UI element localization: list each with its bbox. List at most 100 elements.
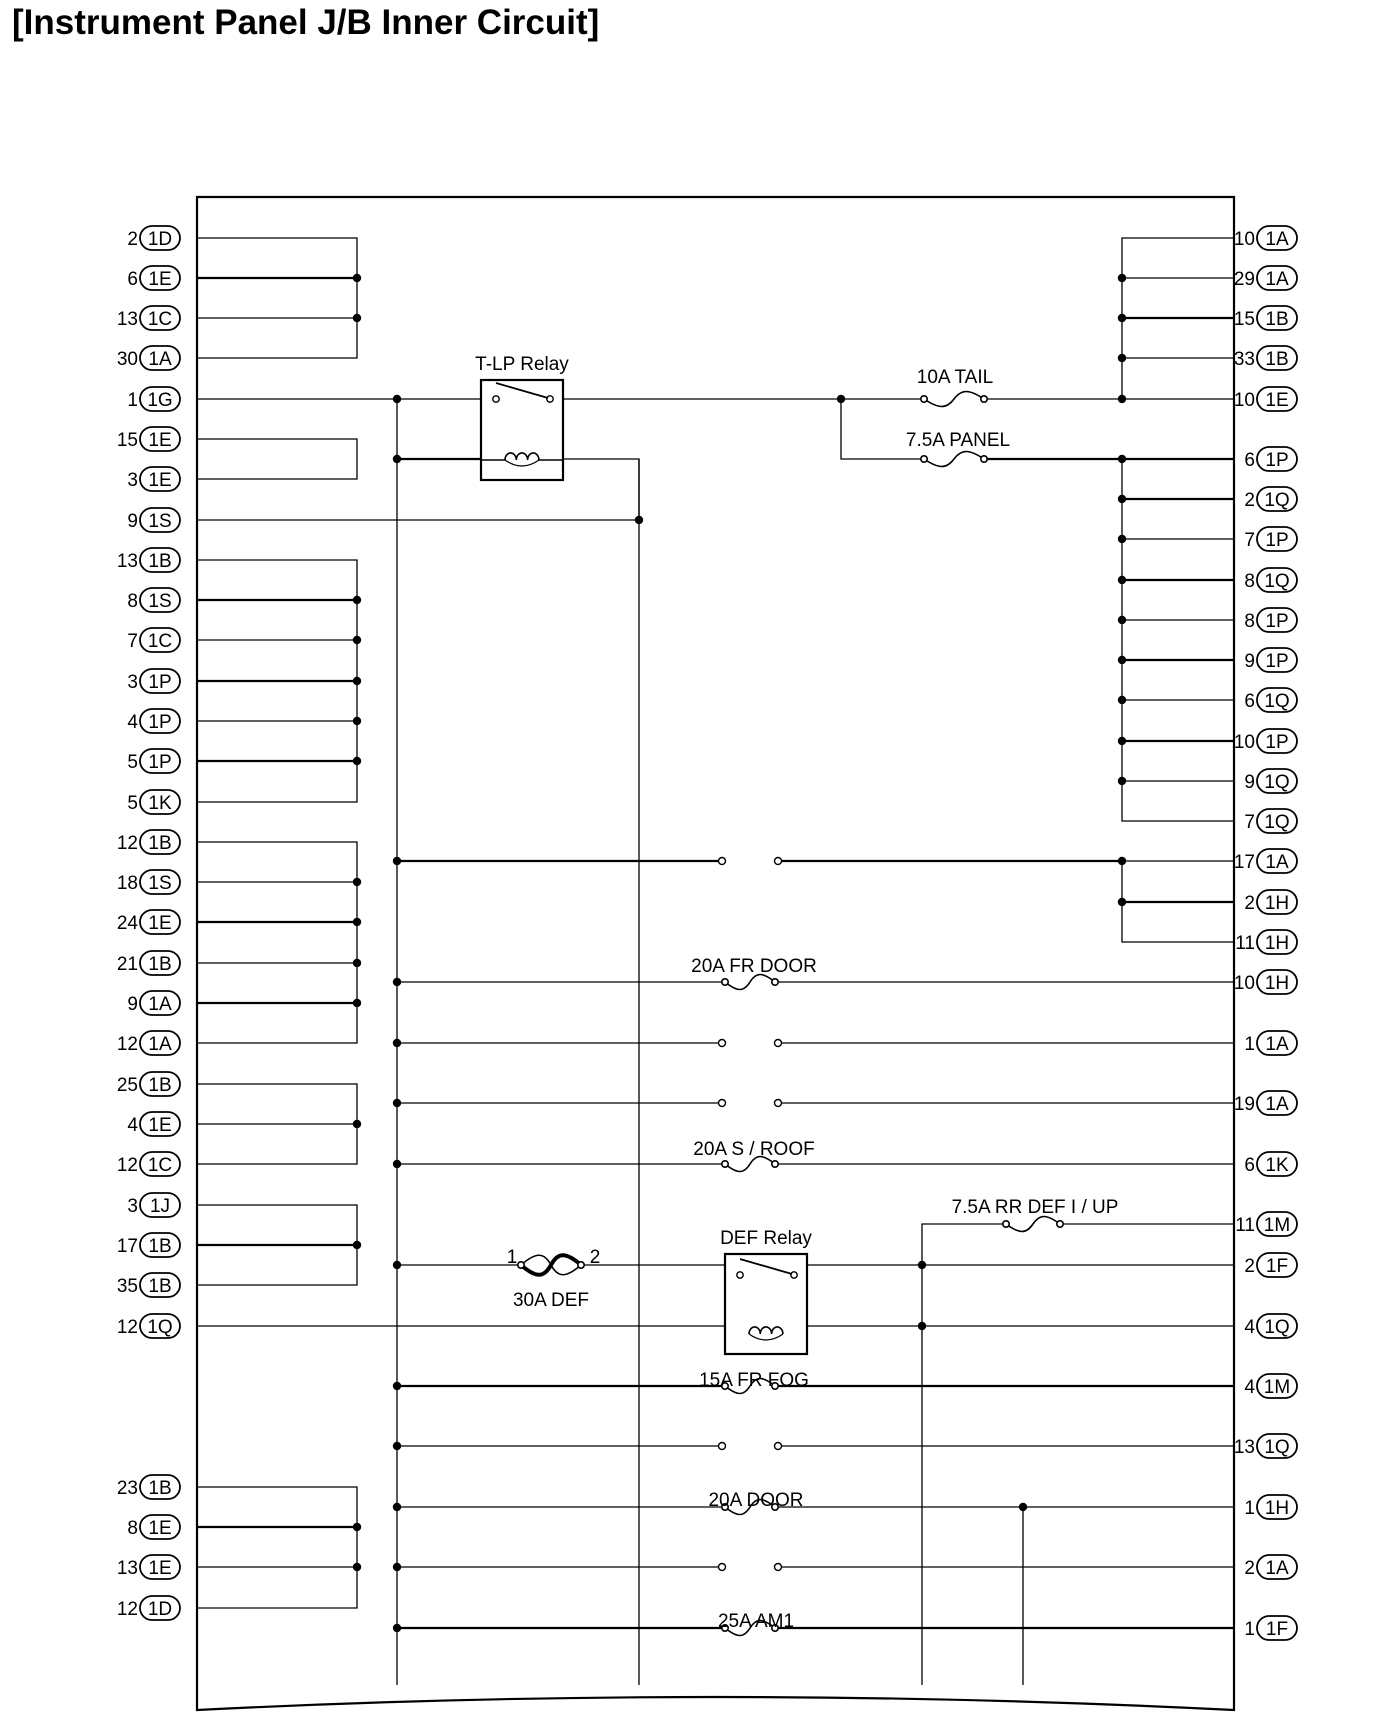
junction-dot [1117,494,1127,504]
connector-badge [1256,265,1298,291]
connector-badge [1256,1090,1298,1116]
connector-id: 1A [148,994,172,1015]
terminal-pin: 25 [117,1075,138,1096]
tlp-relay: T-LP Relay [475,354,569,482]
terminal-pin: 11 [1235,933,1255,954]
fuse-20a-fr-door [720,973,779,991]
junction-dot [1117,575,1127,585]
connector-id: 1H [1265,973,1289,994]
connector-badge [1256,929,1298,955]
connector-badge [139,748,181,774]
connector-id: 1Q [147,1317,172,1338]
fuse-15a-fr-fog-label: 15A FR FOG [699,1370,809,1391]
junction-dot [392,1159,402,1169]
connector-badge [139,1514,181,1540]
fuse-20a-s-roof [720,1155,779,1173]
connector-badge [139,1595,181,1621]
terminal-pin: 7 [1244,530,1255,551]
connector-badge [139,426,181,452]
junction-dot [917,1321,927,1331]
connector-badge [139,950,181,976]
page-title: [Instrument Panel J/B Inner Circuit] [12,3,599,42]
fuse-20a-s-roof-label: 20A S / ROOF [693,1139,814,1160]
junction-dot [1117,856,1127,866]
connector-badge [1256,768,1298,794]
terminal-pin: 5 [127,752,138,773]
fuse-7-5a-panel-label: 7.5A PANEL [906,430,1010,451]
connector-badge [139,1474,181,1500]
junction-dot [392,1502,402,1512]
connector-badge [139,789,181,815]
terminal-left-30-1A: 30 1A [117,345,181,371]
terminal-pin: 6 [1244,691,1255,712]
terminal-pin: 9 [127,511,138,532]
def-relay: DEF Relay [720,1228,812,1356]
connector-badge [139,1232,181,1258]
connector-id: 1H [1265,1498,1289,1519]
terminal-pin: 9 [1244,651,1255,672]
fuse-20a-fr-door-label: 20A FR DOOR [691,956,817,977]
terminal-pin: 2 [1244,893,1255,914]
terminal-pin: 7 [1244,812,1255,833]
junction-dot [392,1038,402,1048]
connector-id: 1A [148,349,172,370]
connector-badge [1256,526,1298,552]
junction-dot [352,958,362,968]
open-terminal [717,1098,727,1108]
wire [921,1223,1003,1265]
terminal-pin: 17 [117,1236,138,1257]
terminal-pin: 8 [127,1518,138,1539]
junction-dot [836,394,846,404]
fuse-7-5a-rr-def [1001,1215,1065,1233]
connector-badge [1256,687,1298,713]
terminal-pin: 17 [1234,852,1255,873]
connector-id: 1D [148,1599,172,1620]
terminal-pin: 30 [117,349,138,370]
connector-id: 1M [1264,1215,1290,1236]
connector-id: 1B [148,1276,171,1297]
junction-dot [1117,897,1127,907]
def-relay-label: DEF Relay [720,1228,812,1249]
connector-id: 1B [148,1478,171,1499]
terminal-pin: 12 [117,833,138,854]
connector-badge [1256,1151,1298,1177]
fuse-25a-am1 [720,1619,779,1637]
connector-badge [139,466,181,492]
fuse-30a-def-pin1: 1 [507,1247,518,1268]
junction-dot [352,313,362,323]
connector-id: 1B [148,551,171,572]
junction-dot [392,454,402,464]
connector-badge [139,869,181,895]
junction-dot [352,716,362,726]
connector-badge [139,1272,181,1298]
terminal-pin: 10 [1234,390,1255,411]
open-terminal [717,1038,727,1048]
junction-dot [352,635,362,645]
connector-id: 1K [148,793,172,814]
terminal-pin: 10 [1234,732,1255,753]
fuse-30a-def-label: 30A DEF [513,1290,589,1311]
connector-badge [1256,567,1298,593]
terminal-pin: 6 [1244,450,1255,471]
